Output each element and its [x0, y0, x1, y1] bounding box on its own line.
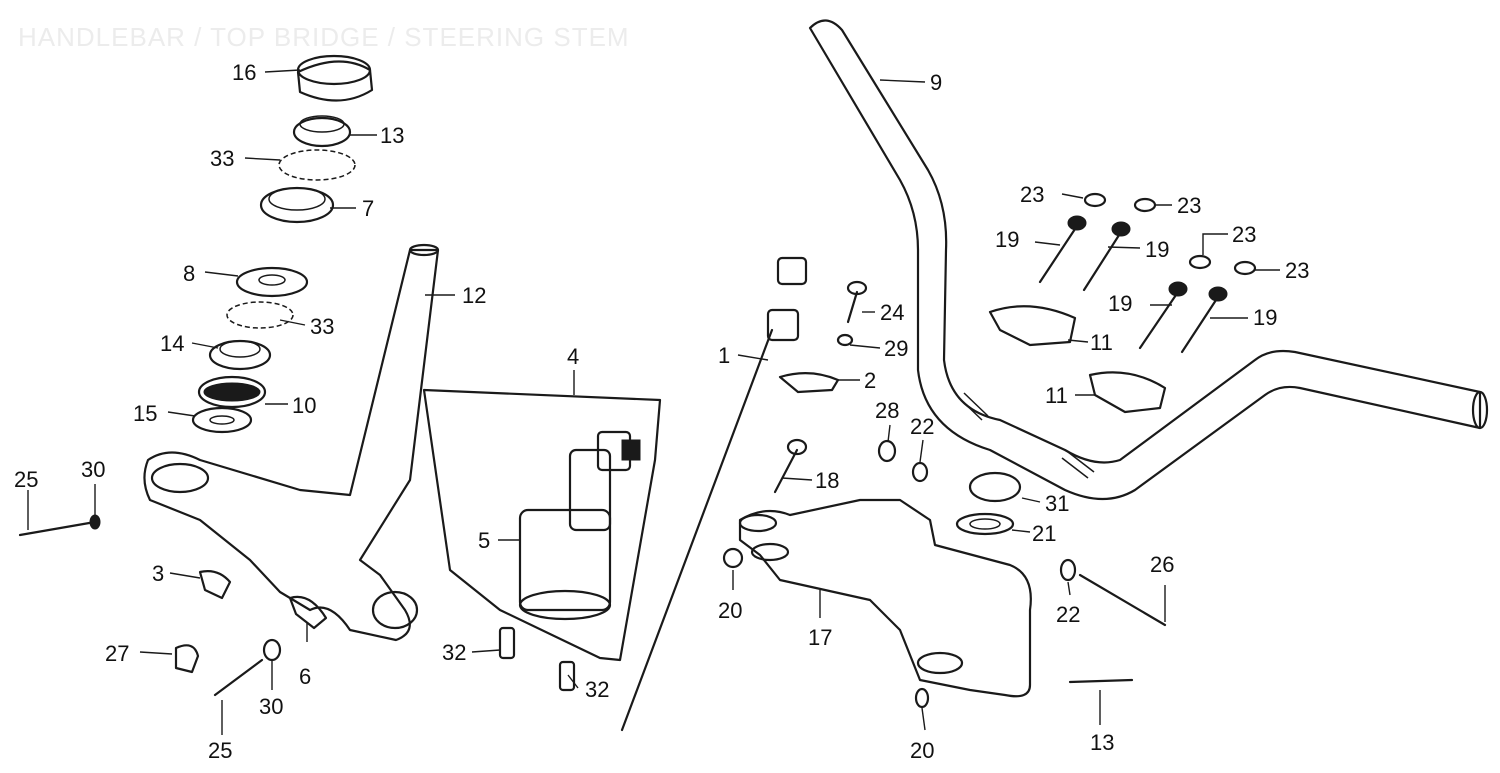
- callout-17: 17: [808, 625, 832, 650]
- callout-22b: 22: [1056, 602, 1080, 627]
- callout-4: 4: [567, 344, 579, 369]
- callout-19c: 19: [1108, 291, 1132, 316]
- callout-33b: 33: [310, 314, 334, 339]
- callout-13: 13: [380, 123, 404, 148]
- steering-stem: [143, 243, 440, 642]
- callout-25b: 25: [208, 738, 232, 763]
- callout-16: 16: [232, 60, 256, 85]
- callout-29: 29: [884, 336, 908, 361]
- leader-lines: [27, 69, 1280, 735]
- bolt-caps: [1083, 192, 1257, 276]
- callout-3: 3: [152, 561, 164, 586]
- callout-26: 26: [1150, 552, 1174, 577]
- callout-10: 10: [292, 393, 316, 418]
- bearing-cone-lower: [208, 339, 272, 371]
- callout-25: 25: [14, 467, 38, 492]
- callout-7: 7: [362, 196, 374, 221]
- callout-20b: 20: [910, 738, 934, 763]
- callout-13b: 13: [1090, 730, 1114, 755]
- handlebar: [808, 19, 1489, 500]
- callout-32: 32: [442, 640, 466, 665]
- callout-23c: 23: [1232, 222, 1256, 247]
- callout-23: 23: [1020, 182, 1044, 207]
- bearing-race-lower: [197, 375, 267, 409]
- bearing-cone-upper: [292, 115, 352, 148]
- callout-11: 11: [1090, 330, 1113, 355]
- callout-23b: 23: [1177, 193, 1201, 218]
- callout-5: 5: [478, 528, 490, 553]
- top-bridge: [738, 498, 1032, 698]
- callout-19: 19: [995, 227, 1019, 252]
- callout-30: 30: [81, 457, 105, 482]
- callout-6: 6: [299, 664, 311, 689]
- callout-18: 18: [815, 468, 839, 493]
- callout-31: 31: [1045, 491, 1069, 516]
- callout-12: 12: [462, 283, 486, 308]
- handlebar-holder-upper: [988, 305, 1077, 347]
- callout-11b: 11: [1045, 383, 1068, 408]
- callout-22: 22: [910, 414, 934, 439]
- diagram-title: HANDLEBAR / TOP BRIDGE / STEERING STEM: [18, 22, 630, 52]
- callout-28: 28: [875, 398, 899, 423]
- steel-balls-lower: [226, 301, 294, 329]
- handlebar-holder-bolts: [1038, 215, 1228, 354]
- handlebar-holder-lower: [1088, 371, 1167, 414]
- callout-30b: 30: [259, 694, 283, 719]
- callout-14: 14: [160, 331, 184, 356]
- callout-32b: 32: [585, 677, 609, 702]
- callout-15: 15: [133, 401, 157, 426]
- combination-meter-assembly: [422, 388, 662, 662]
- bearing-race-upper: [259, 186, 335, 224]
- steel-balls-upper: [278, 149, 356, 181]
- callout-2: 2: [864, 368, 876, 393]
- callout-19d: 19: [1253, 305, 1277, 330]
- speedometer-cable: [620, 256, 808, 732]
- callout-21: 21: [1032, 521, 1056, 546]
- callout-labels: 16 13 33 7 8 12 33 14 10 15 25 30 3 27 6…: [14, 60, 1309, 763]
- callout-33: 33: [210, 146, 234, 171]
- seal-washer: [191, 406, 253, 434]
- dust-seal-washer: [235, 266, 309, 298]
- callout-9: 9: [930, 70, 942, 95]
- steering-stem-top-nut: [296, 54, 374, 102]
- callout-1: 1: [718, 343, 730, 368]
- callout-24: 24: [880, 300, 904, 325]
- misc-small-parts: [18, 280, 1167, 709]
- callout-19b: 19: [1145, 237, 1169, 262]
- callout-8: 8: [183, 261, 195, 286]
- callout-27: 27: [105, 641, 129, 666]
- callout-23d: 23: [1285, 258, 1309, 283]
- callout-20: 20: [718, 598, 742, 623]
